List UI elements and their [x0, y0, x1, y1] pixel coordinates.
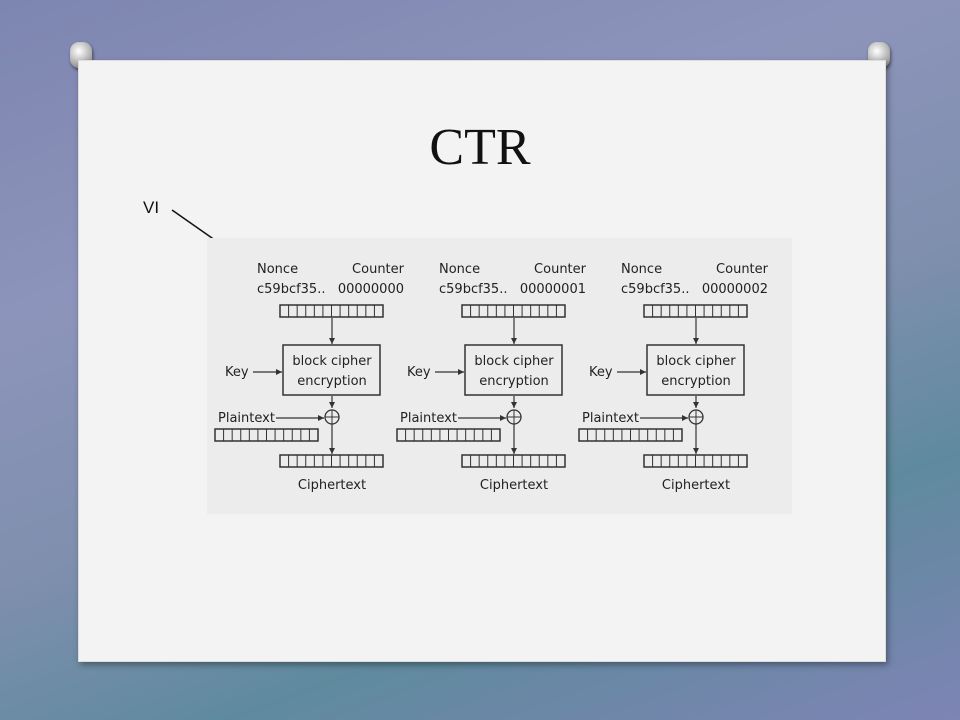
nonce-label: Nonce: [621, 262, 662, 277]
key-label: Key: [407, 365, 431, 380]
nonce-value: c59bcf35..: [257, 282, 325, 297]
ciphertext-label: Ciphertext: [298, 478, 366, 493]
nonce-label: Nonce: [257, 262, 298, 277]
ctr-block: Nonce Counter c59bcf35.. 00000001 block ciph…: [396, 262, 587, 493]
key-label: Key: [589, 365, 613, 380]
cipher-label: block cipher: [292, 354, 372, 369]
iv-annotation: VI: [143, 198, 160, 217]
arrowhead: [318, 415, 324, 421]
nonce-value: c59bcf35..: [439, 282, 507, 297]
block-cipher-box: [282, 344, 381, 396]
ctr-block: Nonce Counter c59bcf35.. 00000000 block ciph…: [214, 262, 405, 493]
arrowhead: [693, 402, 699, 408]
arrowhead: [458, 369, 464, 375]
counter-value: 00000001: [520, 282, 586, 297]
arrowhead: [329, 402, 335, 408]
arrowhead: [682, 415, 688, 421]
counter-label: Counter: [352, 262, 405, 277]
counter-label: Counter: [534, 262, 587, 277]
cipher-label: encryption: [661, 374, 731, 389]
cipher-label: block cipher: [656, 354, 736, 369]
arrowhead: [511, 338, 517, 344]
arrowhead: [276, 369, 282, 375]
arrowhead: [511, 448, 517, 454]
nonce-label: Nonce: [439, 262, 480, 277]
cipher-label: block cipher: [474, 354, 554, 369]
counter-label: Counter: [716, 262, 769, 277]
ciphertext-label: Ciphertext: [662, 478, 730, 493]
plaintext-label: Plaintext: [400, 411, 457, 426]
key-label: Key: [225, 365, 249, 380]
arrowhead: [329, 448, 335, 454]
counter-value: 00000002: [702, 282, 768, 297]
ctr-diagram: Nonce Counter c59bcf35.. 00000000 block ciph…: [207, 238, 792, 514]
plaintext-label: Plaintext: [218, 411, 275, 426]
arrowhead: [640, 369, 646, 375]
slide-title: CTR: [429, 119, 531, 176]
block-cipher-box: [646, 344, 745, 396]
cipher-label: encryption: [479, 374, 549, 389]
arrowhead: [500, 415, 506, 421]
arrowhead: [329, 338, 335, 344]
arrowhead: [693, 338, 699, 344]
block-cipher-box: [464, 344, 563, 396]
plaintext-label: Plaintext: [582, 411, 639, 426]
ctr-block: Nonce Counter c59bcf35.. 00000002 block ciph…: [578, 262, 769, 493]
counter-value: 00000000: [338, 282, 404, 297]
cipher-label: encryption: [297, 374, 367, 389]
ciphertext-label: Ciphertext: [480, 478, 548, 493]
nonce-value: c59bcf35..: [621, 282, 689, 297]
arrowhead: [693, 448, 699, 454]
arrowhead: [511, 402, 517, 408]
